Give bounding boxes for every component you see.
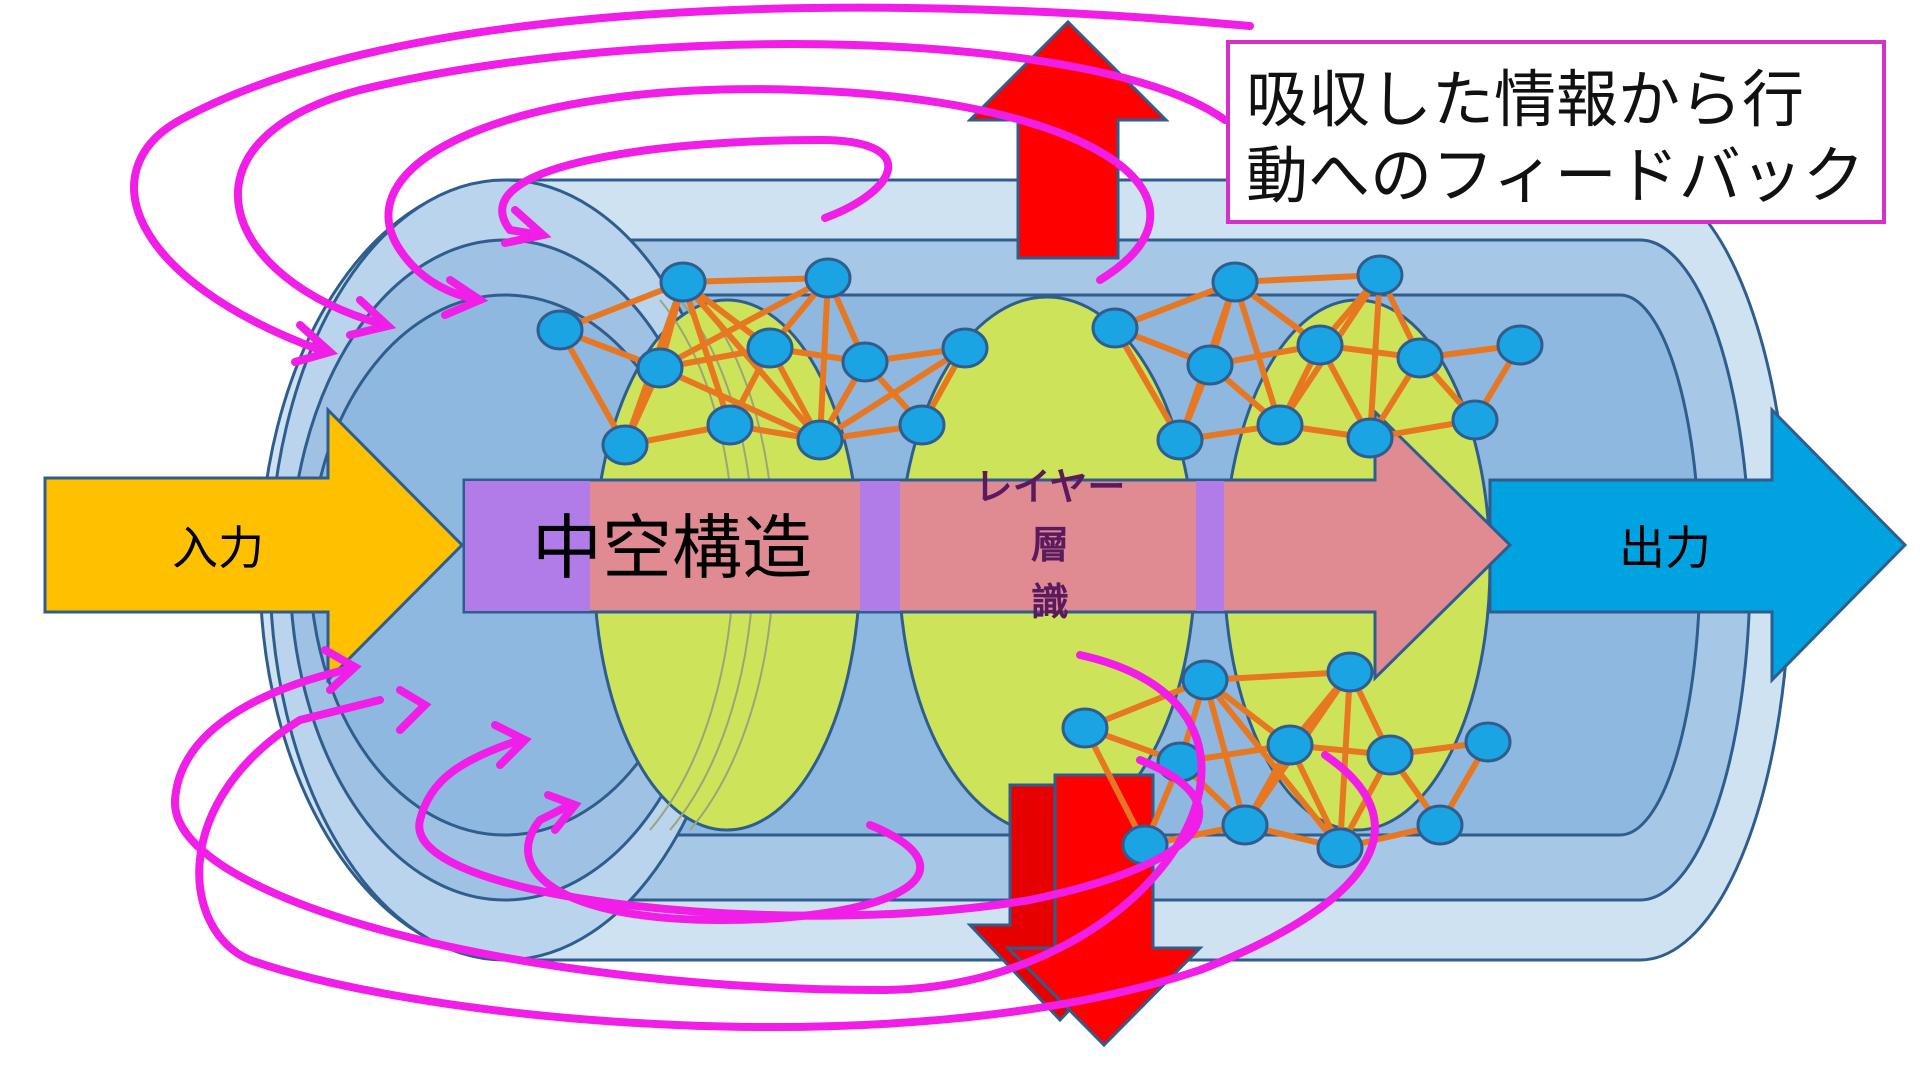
input-arrow — [43, 406, 465, 684]
network-node — [1061, 707, 1109, 749]
network-node — [1091, 307, 1139, 349]
network-node — [1451, 399, 1499, 441]
network-node — [1346, 417, 1394, 459]
callout-line-2: 動へのフィードバック — [1246, 139, 1865, 212]
network-left — [536, 257, 989, 466]
network-node — [1366, 734, 1414, 776]
center-arrow-purple-mid — [860, 481, 900, 611]
network-edge — [1202, 669, 1353, 683]
network-edge — [1337, 669, 1353, 851]
feedback-loops — [130, 3, 1379, 1031]
vertical-arrows — [966, 19, 1204, 1048]
network-node — [1496, 324, 1544, 366]
network-node — [1266, 724, 1314, 766]
hollow-structure-label: 中空構造 — [532, 507, 812, 589]
network-edge — [680, 275, 831, 285]
network-node — [1316, 827, 1364, 869]
network-node — [1356, 254, 1404, 296]
network-node — [1396, 337, 1444, 379]
layer-label: レイヤー — [975, 465, 1126, 509]
network-edge — [657, 275, 831, 371]
feedback-loop-bottom-2 — [195, 696, 1379, 1031]
network-node — [841, 341, 889, 383]
network-node — [1296, 324, 1344, 366]
output-label: 出力 — [1619, 521, 1711, 575]
feedback-loop-top-3 — [384, 85, 1155, 304]
network-edge — [557, 327, 628, 448]
feedback-arrowhead-bottom-2 — [396, 686, 432, 734]
network-node — [706, 404, 754, 446]
diagram-labels: 入力 出力 中空構造 レイヤー 層 識 — [172, 465, 1711, 624]
feedback-loop-top-1 — [130, 3, 1254, 354]
feedback-arrowhead-bottom-1 — [321, 646, 362, 694]
feedback-arrowhead-top-4 — [501, 206, 552, 247]
neural-networks — [536, 254, 1544, 869]
feedback-loop-bottom-3 — [415, 736, 1204, 920]
feedback-arrowhead-top-2 — [346, 296, 397, 339]
network-edge — [680, 279, 823, 443]
center-arrow — [462, 408, 1513, 682]
network-node — [601, 424, 649, 466]
network-edge — [1367, 272, 1383, 441]
feedback-arrowhead-bottom-4 — [544, 791, 582, 834]
feedback-callout-box: 吸収した情報から行 動へのフィードバック — [1226, 40, 1886, 224]
feedback-loop-top-2 — [234, 40, 1229, 329]
network-node — [1326, 651, 1374, 693]
center-arrow-purple-right — [1196, 481, 1224, 611]
feedback-arrowhead-top-1 — [291, 321, 339, 366]
network-node — [659, 261, 707, 303]
callout-line-1: 吸収した情報から行 — [1246, 63, 1805, 136]
network-edge — [1232, 272, 1383, 285]
feedback-loop-top-4 — [498, 135, 893, 239]
network-node — [1186, 344, 1234, 386]
network-edge — [680, 279, 733, 428]
stratum-label: 層 — [1031, 523, 1069, 567]
network-edge — [1202, 677, 1343, 851]
feedback-arrowhead-top-3 — [441, 276, 489, 319]
network-node — [796, 419, 844, 461]
network-node — [746, 327, 794, 369]
network-edge — [817, 275, 831, 443]
flow-arrows — [43, 406, 1908, 684]
network-node — [1211, 261, 1259, 303]
network-node — [1464, 721, 1512, 763]
network-node — [1416, 804, 1464, 846]
feedback-arrowhead-bottom-3 — [491, 721, 532, 769]
network-node — [536, 309, 584, 351]
network-edge — [1232, 279, 1283, 428]
network-node — [1181, 659, 1229, 701]
network-edge — [817, 345, 968, 443]
network-node — [898, 404, 946, 446]
network-right — [1091, 254, 1544, 461]
network-node — [941, 327, 989, 369]
network-node — [804, 257, 852, 299]
network-node — [1221, 804, 1269, 846]
network-edge — [1112, 325, 1183, 443]
network-node — [1256, 404, 1304, 446]
feedback-loop-bottom-4 — [524, 801, 925, 925]
output-arrow — [1488, 406, 1908, 684]
center-arrow-purple-left — [465, 481, 590, 611]
network-node — [1156, 419, 1204, 461]
network-node — [636, 347, 684, 389]
input-label: 入力 — [172, 521, 264, 575]
network-edge — [1082, 725, 1148, 848]
consciousness-label: 識 — [1031, 580, 1069, 624]
